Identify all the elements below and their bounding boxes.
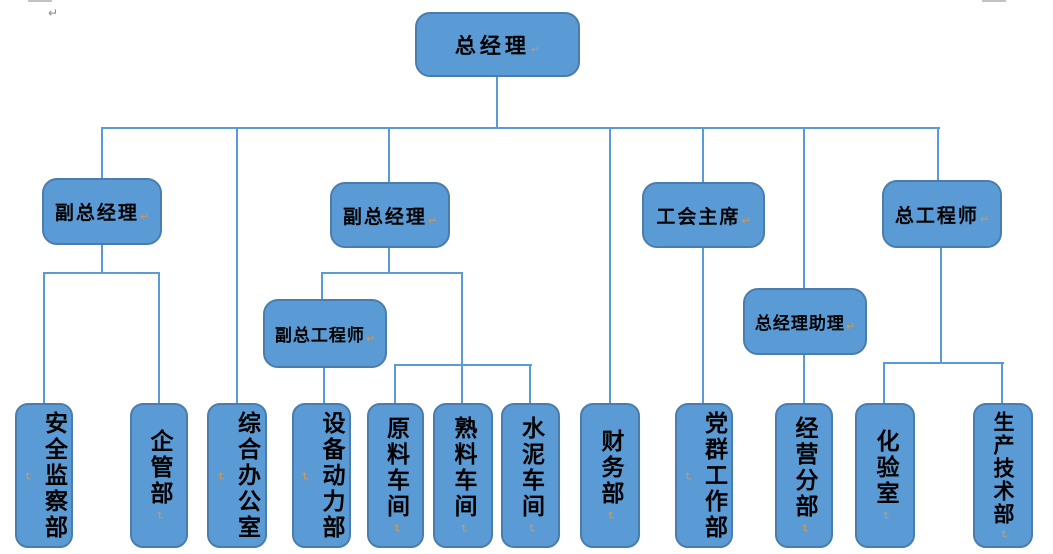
node-dept-equipment-power[interactable]: 设备动力部 ↵ (292, 403, 351, 548)
node-deputy-chief-engineer[interactable]: 副总工程师↵ (263, 299, 387, 368)
connector (101, 128, 103, 179)
connector (702, 128, 704, 183)
return-mark-icon: ↵ (298, 470, 311, 483)
connector (883, 362, 885, 404)
return-mark-icon: ↵ (604, 509, 617, 522)
node-dept-raw-material-workshop[interactable]: 原料车间 ↵ (367, 403, 424, 548)
return-mark-icon: ↵ (798, 522, 811, 535)
connector (323, 368, 325, 404)
connector (321, 272, 323, 300)
connector (461, 272, 463, 404)
node-union-chairman[interactable]: 工会主席↵ (642, 182, 765, 248)
node-label: 企管部 (146, 429, 172, 507)
connector (101, 245, 103, 273)
connector (940, 248, 942, 364)
node-dept-cement-workshop[interactable]: 水泥车间 ↵ (501, 403, 560, 548)
node-deputy-gm-1[interactable]: 副总经理↵ (42, 178, 162, 245)
return-mark-icon: ↵ (457, 522, 470, 535)
return-mark-icon: ↵ (365, 332, 376, 345)
node-label: 财务部 (597, 429, 623, 507)
connector (803, 128, 805, 289)
node-label: 安全监察部 (40, 410, 67, 541)
connector (1001, 362, 1003, 404)
return-mark-icon: ↵ (997, 527, 1010, 541)
node-general-manager[interactable]: 总经理↵ (415, 12, 580, 77)
node-label: 经营分部 (791, 416, 817, 520)
connector (158, 272, 160, 404)
page-return-mark: ↵ (48, 6, 59, 20)
node-label: 熟料车间 (450, 416, 476, 520)
node-label: 副总经理 (54, 202, 139, 224)
node-label: 水泥车间 (517, 416, 544, 520)
connector (321, 272, 463, 274)
return-mark-icon: ↵ (389, 522, 403, 535)
connector (236, 128, 238, 404)
node-label: 工会主席 (656, 205, 741, 228)
connector (43, 272, 45, 404)
connector (529, 364, 531, 404)
node-label: 化验室 (872, 429, 898, 507)
return-mark-icon: ↵ (845, 320, 856, 333)
node-label: 总经理 (454, 33, 530, 58)
return-mark-icon: ↵ (153, 509, 166, 522)
node-dept-enterprise-mgmt[interactable]: 企管部 ↵ (130, 403, 188, 548)
return-mark-icon: ↵ (524, 522, 538, 535)
node-dept-party-mass-work[interactable]: 党群工作部 ↵ (675, 403, 733, 548)
return-mark-icon: ↵ (139, 210, 150, 223)
connector (394, 364, 532, 366)
connector (388, 128, 390, 183)
connector (702, 248, 704, 404)
node-label: 设备动力部 (318, 410, 344, 541)
node-dept-general-office[interactable]: 综合办公室 ↵ (207, 403, 267, 548)
node-dept-production-tech[interactable]: 生产技术部↵ (973, 403, 1033, 548)
connector (496, 77, 498, 128)
node-label: 总经理助理 (754, 314, 845, 334)
page-margin-mark-left (28, 0, 52, 2)
page-margin-mark-right (982, 0, 1006, 2)
connector (43, 272, 160, 274)
node-dept-finance[interactable]: 财务部 ↵ (580, 403, 640, 548)
return-mark-icon: ↵ (20, 470, 34, 483)
connector (609, 128, 611, 404)
node-label: 副总工程师 (274, 326, 365, 346)
node-label: 党群工作部 (700, 410, 727, 541)
node-dept-laboratory[interactable]: 化验室 ↵ (855, 403, 915, 548)
return-mark-icon: ↵ (879, 509, 892, 522)
node-label: 副总经理 (342, 205, 427, 228)
return-mark-icon: ↵ (213, 470, 227, 483)
connector (803, 355, 805, 404)
node-label: 总工程师 (894, 204, 979, 227)
connector (388, 248, 390, 273)
node-dept-operations-branch[interactable]: 经营分部 ↵ (775, 403, 833, 548)
node-label: 综合办公室 (233, 410, 260, 541)
node-gm-assistant[interactable]: 总经理助理↵ (743, 288, 867, 355)
node-chief-engineer[interactable]: 总工程师↵ (882, 180, 1002, 248)
connector (937, 128, 939, 181)
node-label: 原料车间 (382, 416, 409, 520)
node-dept-safety-supervision[interactable]: 安全监察部 ↵ (15, 403, 73, 548)
node-dept-clinker-workshop[interactable]: 熟料车间 ↵ (433, 403, 493, 548)
return-mark-icon: ↵ (741, 213, 751, 227)
connector (394, 364, 396, 404)
return-mark-icon: ↵ (530, 43, 541, 56)
return-mark-icon: ↵ (979, 212, 990, 226)
node-deputy-gm-2[interactable]: 副总经理↵ (330, 182, 450, 248)
connector (101, 127, 940, 129)
return-mark-icon: ↵ (680, 470, 694, 483)
connector (883, 362, 1004, 364)
node-label: 生产技术部 (991, 410, 1015, 526)
return-mark-icon: ↵ (427, 213, 438, 227)
